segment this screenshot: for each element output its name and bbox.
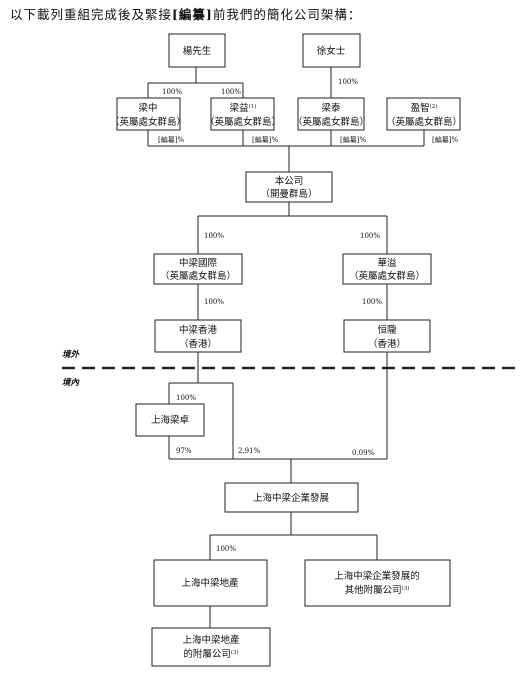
pct-liangtai-company: [編纂]%: [340, 135, 366, 144]
zone-onshore-label: 境內: [62, 377, 81, 388]
entity-company-place: （開曼群島）: [260, 188, 317, 200]
intro-after: 前我們的簡化公司架構：: [212, 7, 362, 22]
entity-zlintl-place: （英屬處女群島）: [160, 270, 236, 282]
entity-liangyi-name: 梁益: [230, 102, 250, 114]
svg-text:的附屬公司(3): 的附屬公司(3): [183, 648, 238, 660]
pct-zlhk-shliangzhuo: 100%: [176, 394, 196, 402]
entity-company: 本公司 （開曼群島）: [245, 171, 333, 203]
pct-shzlqy-shzldc: 100%: [216, 545, 236, 553]
svg-text:梁益(1): 梁益(1): [230, 102, 257, 114]
svg-text:其他附屬公司(3): 其他附屬公司(3): [345, 584, 410, 596]
connectors: [147, 67, 425, 628]
pct-xu-liangtai: 100%: [338, 78, 358, 86]
entity-yang: 楊先生: [168, 33, 226, 68]
entity-dcsubs-line1: 上海中梁地產: [182, 634, 240, 646]
entity-yingzhi-note: (2): [430, 103, 438, 110]
entity-liangtai-name: 梁泰: [321, 102, 341, 114]
entity-dcsubs-line2: 的附屬公司: [183, 648, 231, 660]
entity-yingzhi: 盈智(2) （英屬處女群島）: [386, 97, 462, 131]
entity-liangtai-place: （英屬處女群島）: [293, 116, 369, 128]
entity-shzldc-label: 上海中梁地產: [181, 577, 239, 589]
entity-others-line2: 其他附屬公司: [345, 584, 402, 596]
percent-labels: 100% 100% 100% [編纂]% [編纂]% [編纂]% [編纂]% 1…: [158, 78, 458, 553]
entity-dcsubs: 上海中梁地產 的附屬公司(3): [151, 627, 271, 667]
pct-zlintl-zlhk: 100%: [204, 298, 224, 306]
entity-liangzhong: 梁中 （英屬處女群島）: [110, 97, 186, 131]
entity-shliangzhuo: 上海梁卓: [135, 403, 205, 437]
entity-shzldc: 上海中梁地產: [153, 559, 268, 607]
pct-company-huayi: 100%: [360, 232, 380, 240]
entity-xu-label: 徐女士: [317, 45, 346, 57]
entity-yingzhi-place: （英屬處女群島）: [386, 116, 462, 128]
entity-liangyi-place: （英屬處女群島）: [205, 116, 281, 128]
entity-zlhk: 中梁香港 （香港）: [154, 319, 242, 353]
entity-huayi: 華溢 （英屬處女群島）: [342, 253, 432, 285]
pct-henglong-shzlqy: 0.09%: [352, 449, 375, 457]
entity-yang-label: 楊先生: [183, 45, 212, 57]
pct-liangyi-company: [編纂]%: [252, 135, 278, 144]
pct-yang-liangzhong: 100%: [162, 88, 182, 96]
entity-zlhk-place: （香港）: [179, 338, 217, 350]
pct-shliangzhuo-shzlqy: 97%: [176, 447, 192, 455]
pct-company-zlintl: 100%: [204, 232, 224, 240]
entity-others-note: (3): [402, 585, 410, 592]
entity-henglong-place: （香港）: [368, 338, 406, 350]
entity-others-line1: 上海中梁企業發展的: [334, 570, 420, 582]
entity-huayi-name: 華溢: [377, 257, 397, 269]
entity-liangyi: 梁益(1) （英屬處女群島）: [205, 97, 281, 131]
pct-yingzhi-company: [編纂]%: [432, 135, 458, 144]
intro-redacted: [編纂]: [172, 7, 213, 22]
entity-liangyi-note: (1): [249, 103, 257, 110]
entity-shliangzhuo-label: 上海梁卓: [151, 414, 189, 426]
entity-liangzhong-name: 梁中: [138, 102, 157, 114]
entity-xu: 徐女士: [302, 33, 361, 68]
intro-text: 以下載列重組完成後及緊接[編纂]前我們的簡化公司架構：: [10, 4, 361, 23]
pct-liangzhong-company: [編纂]%: [158, 135, 184, 144]
entity-company-name: 本公司: [275, 175, 304, 187]
entity-shzlqy-label: 上海中梁企業發展: [253, 492, 330, 504]
entity-henglong-name: 恒隴: [377, 324, 397, 336]
entity-liangzhong-place: （英屬處女群島）: [110, 116, 186, 128]
pct-zlhk-shzlqy: 2.91%: [238, 447, 261, 455]
entity-liangtai: 梁泰 （英屬處女群島）: [293, 97, 369, 131]
zone-offshore-label: 境外: [62, 349, 81, 360]
entity-huayi-place: （英屬處女群島）: [349, 270, 425, 282]
intro-before: 以下載列重組完成後及緊接: [10, 7, 173, 22]
svg-text:盈智(2): 盈智(2): [411, 102, 438, 114]
entity-dcsubs-note: (3): [231, 649, 239, 656]
pct-huayi-henglong: 100%: [362, 298, 382, 306]
entity-others: 上海中梁企業發展的 其他附屬公司(3): [304, 559, 451, 607]
pct-yang-liangyi: 100%: [221, 88, 241, 96]
entity-henglong: 恒隴 （香港）: [343, 319, 431, 353]
entity-shzlqy: 上海中梁企業發展: [224, 482, 359, 513]
entity-zlhk-name: 中梁香港: [179, 324, 218, 336]
entity-zlintl: 中梁國際 （英屬處女群島）: [153, 253, 243, 285]
entity-zlintl-name: 中梁國際: [179, 257, 218, 269]
entity-yingzhi-name: 盈智: [411, 102, 430, 114]
